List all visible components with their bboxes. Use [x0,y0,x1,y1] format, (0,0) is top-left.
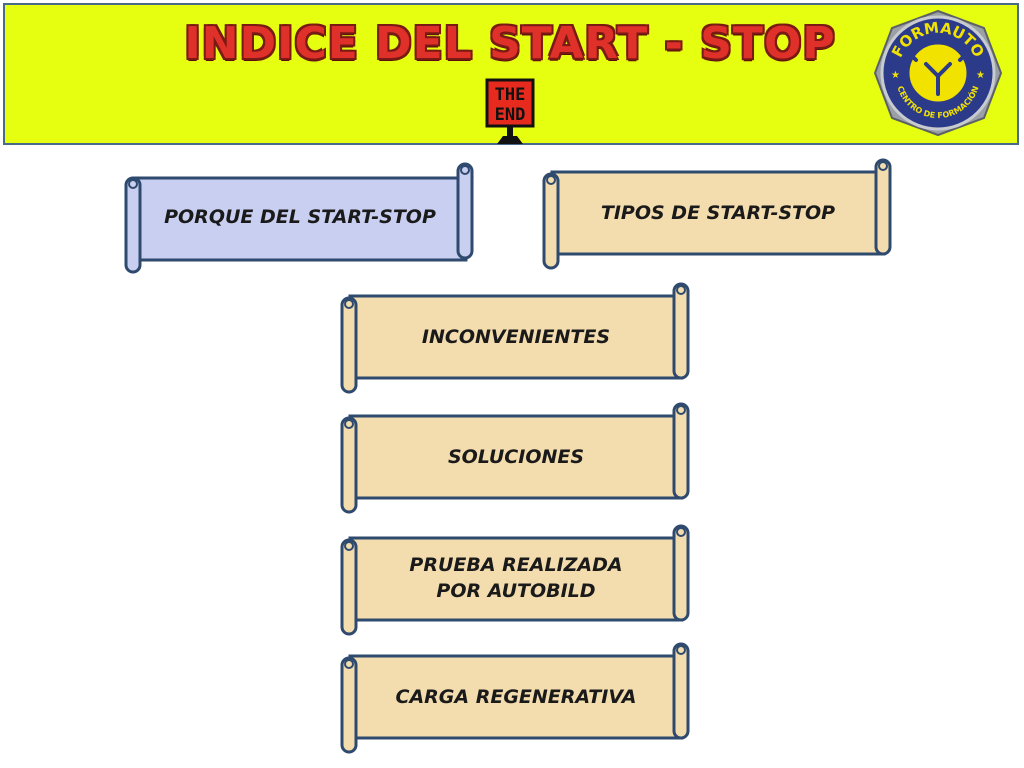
scroll-shape [340,524,690,636]
index-item-inconvenientes[interactable]: INCONVENIENTES [338,280,694,394]
the-end-top-text: THE [495,85,526,105]
the-end-button[interactable]: THE END [484,78,536,148]
the-end-bottom-text: END [495,105,526,125]
scroll-shape [340,282,690,394]
index-item-porque[interactable]: PORQUE DEL START-STOP [122,160,478,274]
index-item-prueba-autobild[interactable]: PRUEBA REALIZADA POR AUTOBILD [338,522,694,636]
index-item-label: PRUEBA REALIZADA POR AUTOBILD [409,554,623,602]
scroll-shape [340,642,690,754]
index-item-label: SOLUCIONES [447,446,585,468]
index-item-tipos[interactable]: TIPOS DE START-STOP [540,156,896,270]
scroll-shape [340,402,690,514]
formauto-logo: FORMAUTO CENTRO DE FORMACIÓN ★ ★ [872,8,1004,138]
scroll-shape [124,162,474,274]
svg-text:★: ★ [976,70,985,81]
index-item-label: PORQUE DEL START-STOP [164,206,436,228]
page-title: INDICE DEL START - STOP [184,18,836,69]
index-item-label: INCONVENIENTES [421,326,611,348]
svg-text:★: ★ [891,70,900,81]
index-item-carga-regenerativa[interactable]: CARGA REGENERATIVA [338,640,694,754]
the-end-icon: THE END [485,78,535,144]
index-item-soluciones[interactable]: SOLUCIONES [338,400,694,514]
index-item-label: TIPOS DE START-STOP [600,202,836,224]
scroll-shape [542,158,892,270]
index-item-label: CARGA REGENERATIVA [395,686,637,708]
